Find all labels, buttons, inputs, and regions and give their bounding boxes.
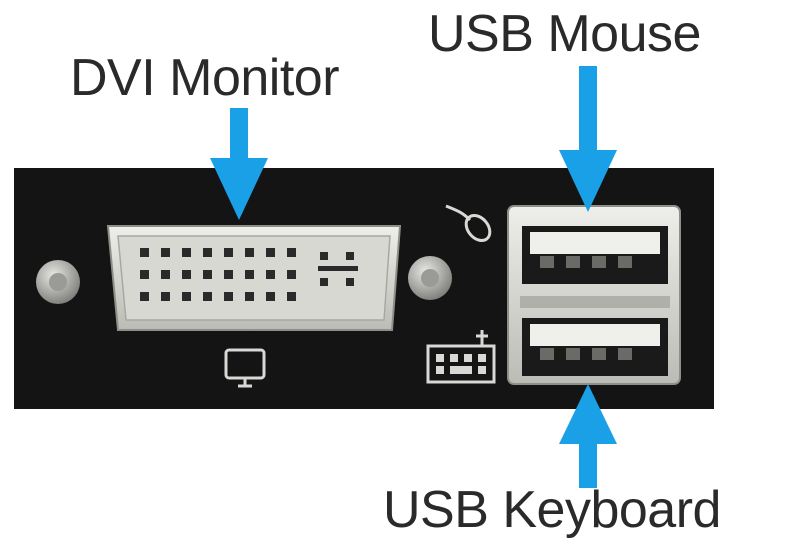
dvi-pin — [140, 292, 149, 301]
dvi-pin — [287, 292, 296, 301]
dvi-pin — [140, 248, 149, 257]
dvi-pin — [161, 292, 170, 301]
dvi-pin — [140, 270, 149, 279]
dvi-pin — [266, 248, 275, 257]
dvi-pin — [161, 248, 170, 257]
dvi-pin — [182, 292, 191, 301]
usb-divider — [520, 296, 670, 308]
dvi-port — [108, 226, 400, 330]
dvi-pin — [287, 270, 296, 279]
dvi-pin — [287, 248, 296, 257]
usb-port-keyboard — [522, 318, 668, 376]
dvi-pin — [266, 270, 275, 279]
dvi-pin — [161, 270, 170, 279]
dvi-pin — [245, 292, 254, 301]
dvi-pin — [245, 248, 254, 257]
dvi-pin — [245, 270, 254, 279]
right-screw — [408, 256, 452, 300]
dvi-pin — [182, 270, 191, 279]
dvi-pin — [182, 248, 191, 257]
dvi-pin — [224, 292, 233, 301]
dvi-pin — [224, 270, 233, 279]
dvi-pin — [203, 248, 212, 257]
dvi-pin — [203, 270, 212, 279]
dvi-pin — [224, 248, 233, 257]
dvi-pin — [203, 292, 212, 301]
left-screw — [36, 260, 80, 304]
usb-port-mouse — [522, 226, 668, 284]
dvi-pin — [266, 292, 275, 301]
